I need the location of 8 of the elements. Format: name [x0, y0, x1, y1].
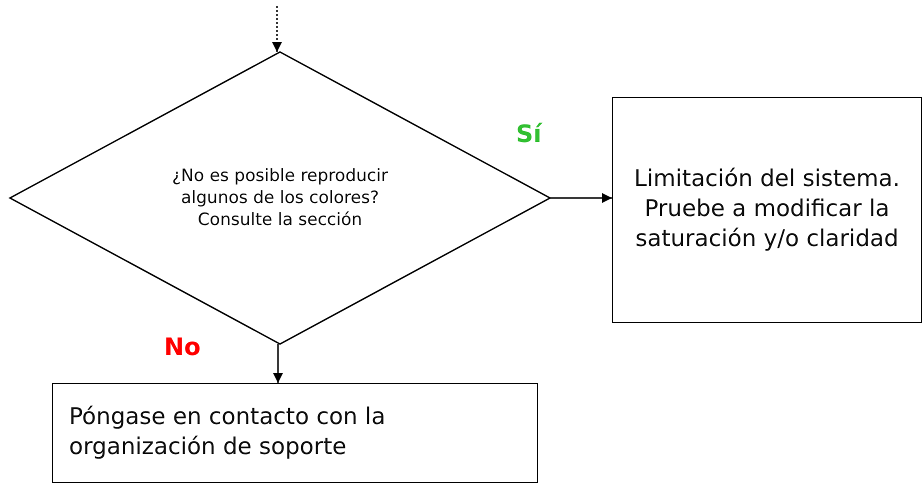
process-box: [612, 97, 922, 323]
node-text: Limitación del sistema. Pruebe a modificar la saturación y/o claridad: [633, 165, 901, 254]
arrow: [272, 6, 282, 52]
node-text: Póngase en contacto con la organización de soporte: [69, 403, 386, 462]
arrow: [550, 193, 612, 203]
arrow: [273, 344, 283, 383]
node-text: ¿No es posible reproducir algunos de los colores? Consulte la sección: [171, 164, 389, 232]
process-box: [52, 383, 538, 483]
